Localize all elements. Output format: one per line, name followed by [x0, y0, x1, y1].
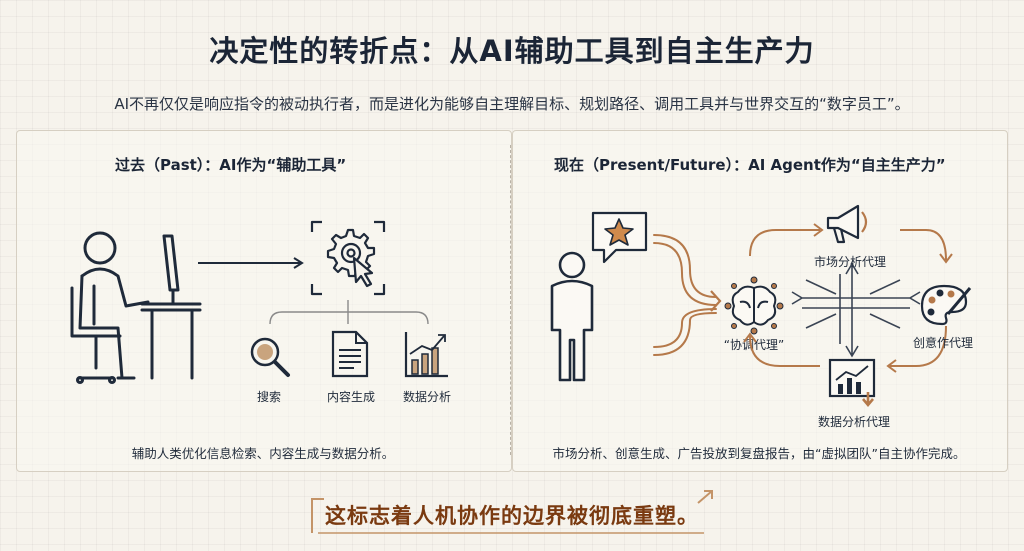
present-heading: 现在（Present/Future）：AI Agent作为“自主生产力” — [554, 156, 946, 174]
flow-arrow-icon — [198, 257, 304, 269]
palette-icon — [920, 284, 972, 326]
agent-label-creative: 创意作代理 — [912, 336, 973, 350]
page-subtitle: AI不再仅仅是响应指令的被动执行者，而是进化为能够自主理解目标、规划路径、调用工… — [114, 95, 910, 113]
line-chart-icon — [828, 358, 876, 408]
gear-cursor-icon — [310, 220, 386, 296]
footer-banner: 这标志着人机协作的边界被彻底重塑。 — [308, 489, 716, 537]
hub-label: “协调代理” — [723, 338, 785, 352]
footer-text: 这标志着人机协作的边界被彻底重塑。 — [325, 504, 699, 528]
magnifier-icon — [250, 337, 290, 377]
bar-chart-icon — [404, 332, 448, 378]
standing-person-icon — [550, 251, 594, 382]
banner-bracket-icon — [311, 490, 713, 534]
page-title: 决定性的转折点：从AI辅助工具到自主生产力 — [209, 34, 815, 68]
person-at-computer-icon — [70, 231, 202, 384]
past-heading: 过去（Past）：AI作为“辅助工具” — [115, 156, 347, 174]
tool-connector-lines — [269, 300, 429, 325]
tool-label-search: 搜索 — [256, 390, 281, 404]
agent-label-market: 市场分析代理 — [813, 255, 886, 269]
star-speech-bubble-icon — [591, 211, 648, 264]
past-caption: 辅助人类优化信息检索、内容生成与数据分析。 — [131, 446, 395, 461]
document-icon — [331, 330, 369, 378]
megaphone-icon — [826, 204, 868, 244]
agent-label-data: 数据分析代理 — [817, 415, 890, 429]
brain-network-icon — [724, 276, 784, 335]
past-panel — [16, 130, 512, 472]
agent-network-arrows — [743, 223, 953, 373]
tool-label-content: 内容生成 — [326, 390, 375, 404]
input-flow-arrows — [653, 234, 722, 356]
tool-label-data: 数据分析 — [402, 390, 451, 404]
present-caption: 市场分析、创意生成、广告投放到复盘报告，由“虚拟团队”自主协作完成。 — [552, 446, 966, 461]
panel-divider — [510, 145, 511, 455]
